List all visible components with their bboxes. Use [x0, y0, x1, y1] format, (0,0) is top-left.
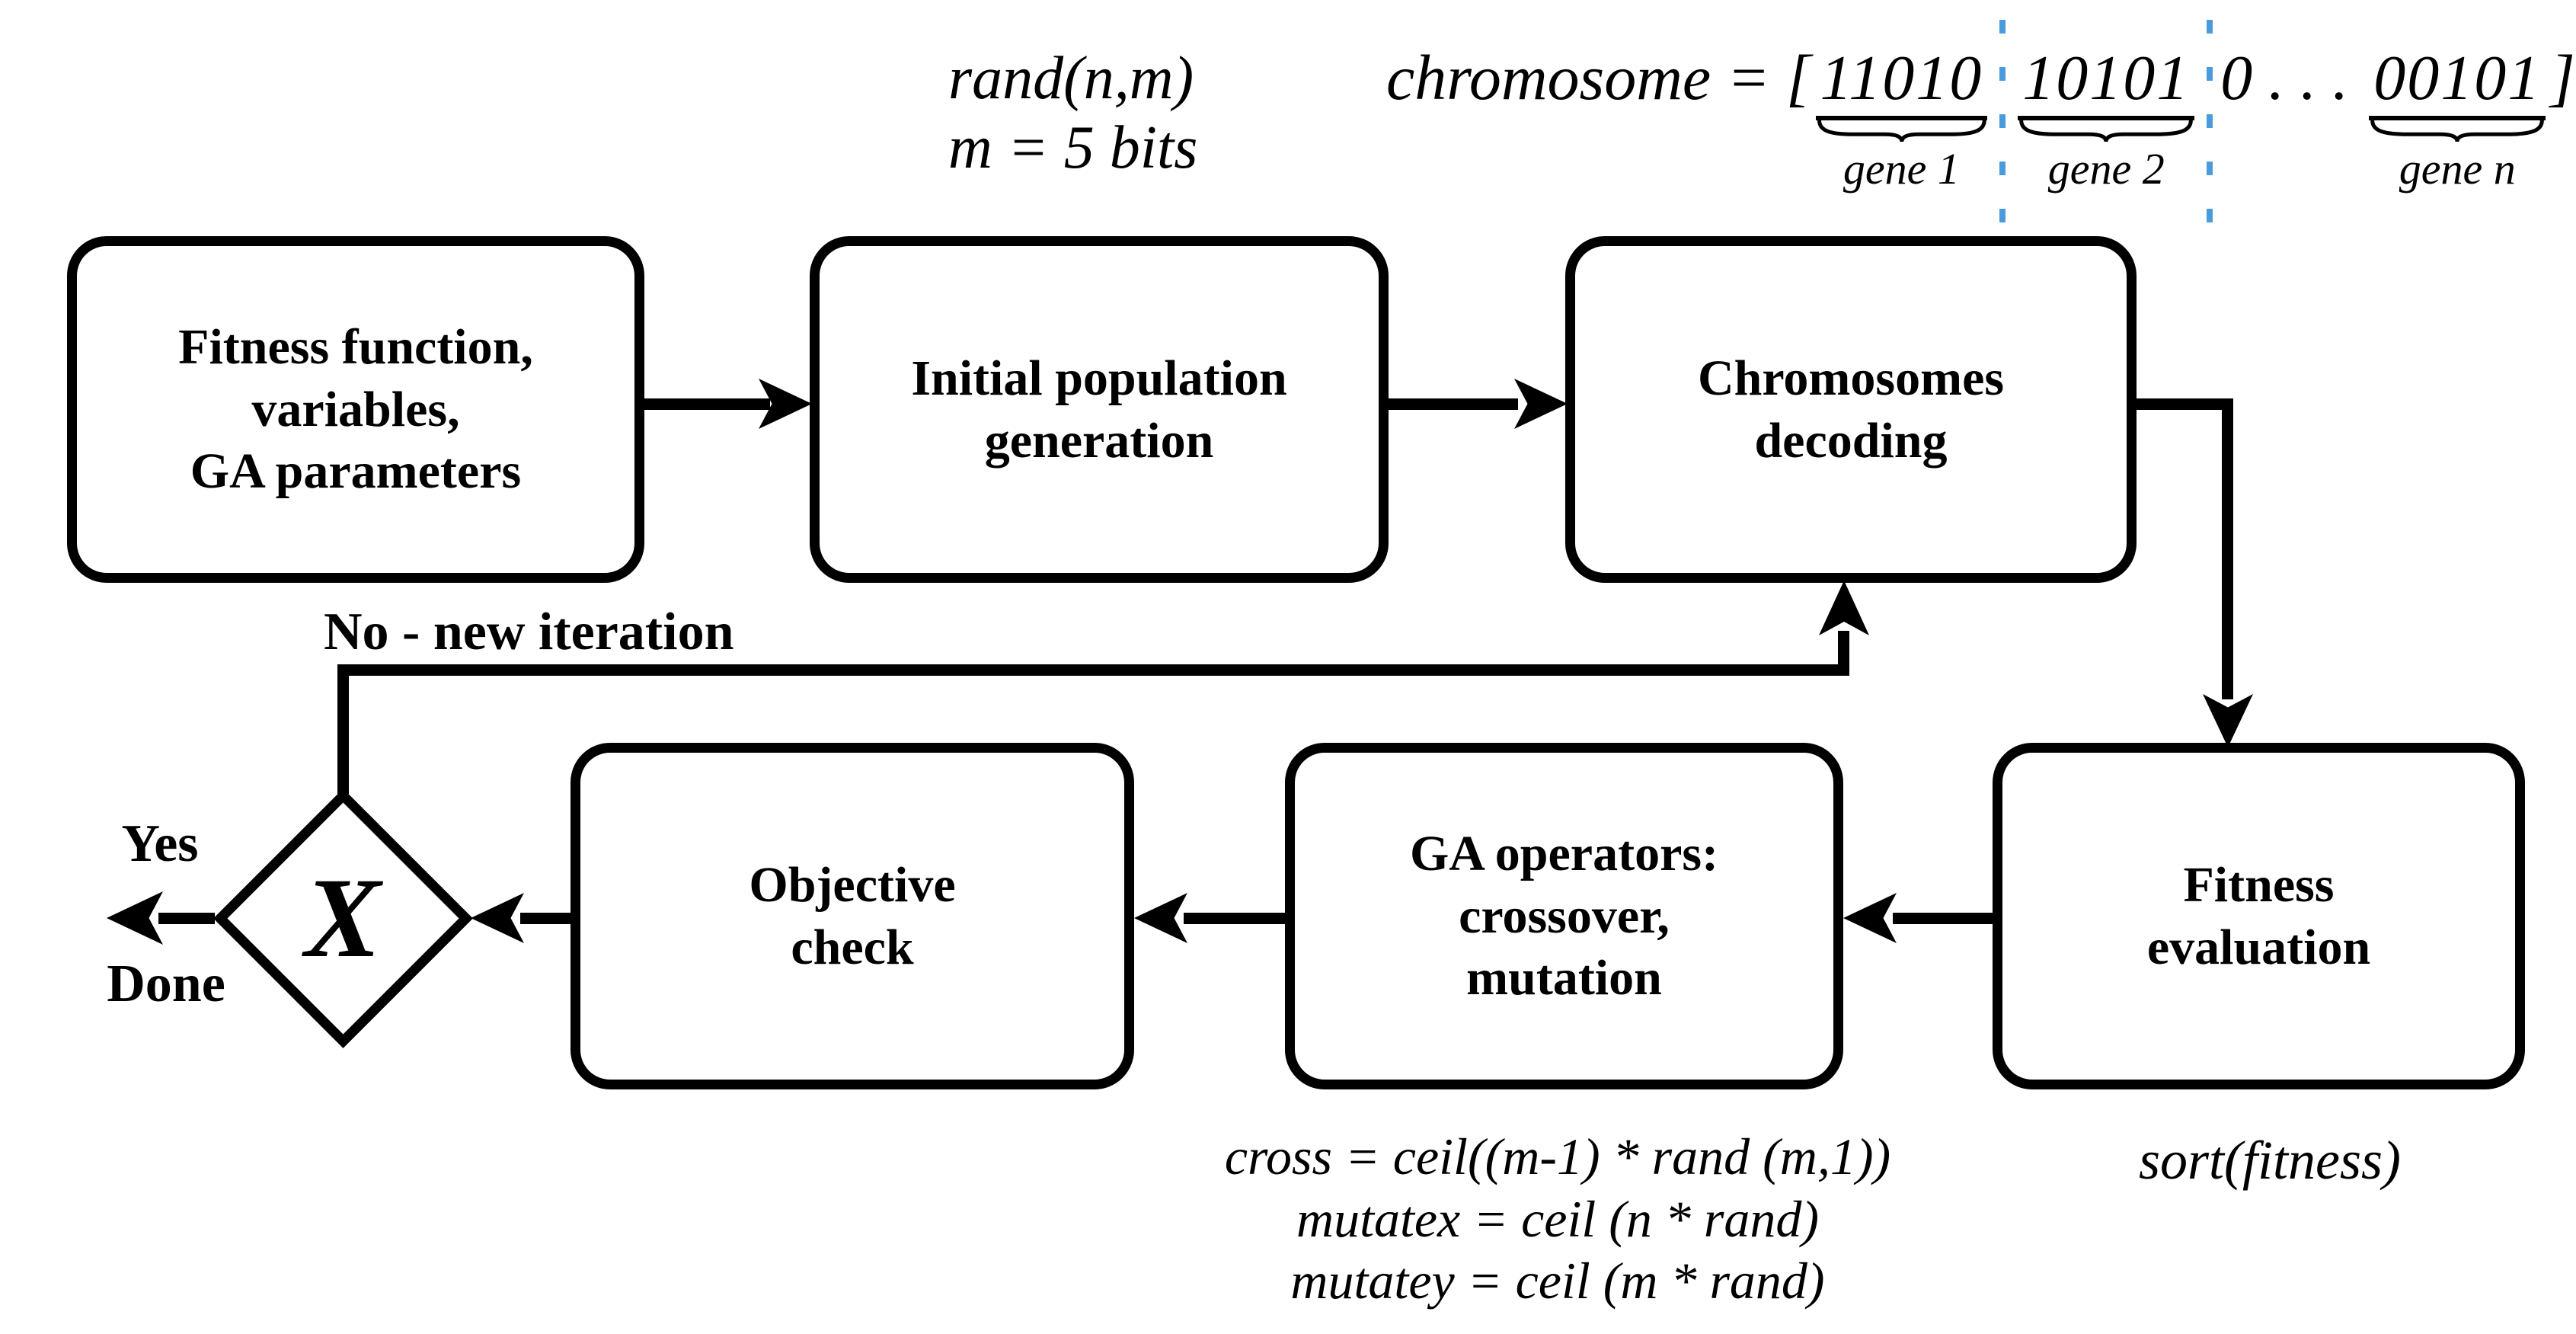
arrow-line-objective-to-decision [520, 913, 570, 924]
arrowhead-left-icon [1134, 893, 1187, 943]
label-no-new-iteration: No - new iteration [324, 603, 734, 661]
feedback-line-from-decision [337, 664, 349, 794]
chromosome-middle-bits: 0 . . . [2220, 43, 2365, 114]
feedback-line-up [1838, 631, 1849, 670]
gene-separator-icon [1999, 20, 2006, 224]
arrowhead-left-icon [471, 893, 524, 943]
gene-n-bits: 00101 [2369, 43, 2546, 121]
arrowhead-right-icon [1514, 379, 1568, 429]
connector-decoding-right [2137, 398, 2233, 410]
arrowhead-left-icon [107, 891, 163, 945]
chromosome-prefix: chromosome = [ [1386, 43, 1811, 114]
arrowhead-up-icon [1819, 581, 1869, 635]
gene-2-group: 10101 gene 2 [2018, 43, 2195, 194]
connector-decoding-down [2222, 398, 2233, 699]
label-done: Done [107, 955, 225, 1013]
underbrace-icon [2018, 120, 2194, 142]
underbrace-icon [1816, 120, 1988, 142]
arrowhead-left-icon [1843, 893, 1897, 943]
gene-2-label: gene 2 [2047, 144, 2165, 194]
gene-1-bits: 11010 [1815, 43, 1988, 121]
sort-fitness-formula: sort(fitness) [2138, 1130, 2401, 1191]
node-fitness-function-variables-ga-parameters: Fitness function, variables, GA paramete… [67, 236, 644, 583]
chromosome-annotation: chromosome = [ 11010 gene 1 10101 gene 2… [1386, 20, 2575, 247]
arrow-line-population-to-decoding [1389, 398, 1518, 410]
ga-operators-formulas: cross = ceil((m-1) * rand (m,1)) mutatex… [1224, 1128, 1891, 1310]
chromosome-suffix: ] [2550, 43, 2575, 114]
node-fitness-evaluation: Fitness evaluation [1993, 743, 2525, 1089]
arrowhead-down-icon [2203, 694, 2253, 747]
gene-separator-icon [2207, 20, 2213, 224]
gene-1-group: 11010 gene 1 [1815, 43, 1988, 194]
feedback-line-horizontal [337, 664, 1849, 676]
rand-formula-note: rand(n,m) m = 5 bits [948, 45, 1198, 181]
underbrace-icon [2369, 120, 2546, 142]
gene-n-group: 00101 gene n [2369, 43, 2546, 194]
node-objective-check: Objective check [570, 743, 1134, 1089]
arrow-line-evaluation-to-operators [1893, 913, 1993, 924]
node-chromosomes-decoding: Chromosomes decoding [1565, 236, 2137, 583]
decision-x-symbol: X [304, 855, 382, 981]
gene-2-bits: 10101 [2018, 43, 2195, 121]
gene-n-label: gene n [2399, 144, 2516, 194]
arrow-line-params-to-population [644, 398, 770, 410]
node-initial-population-generation: Initial population generation [810, 236, 1389, 583]
gene-1-label: gene 1 [1843, 144, 1960, 194]
arrow-line-operators-to-objective [1184, 913, 1285, 924]
arrow-line-decision-exit [158, 913, 215, 924]
node-ga-operators-crossover-mutation: GA operators: crossover, mutation [1285, 743, 1843, 1089]
label-yes: Yes [121, 814, 199, 873]
